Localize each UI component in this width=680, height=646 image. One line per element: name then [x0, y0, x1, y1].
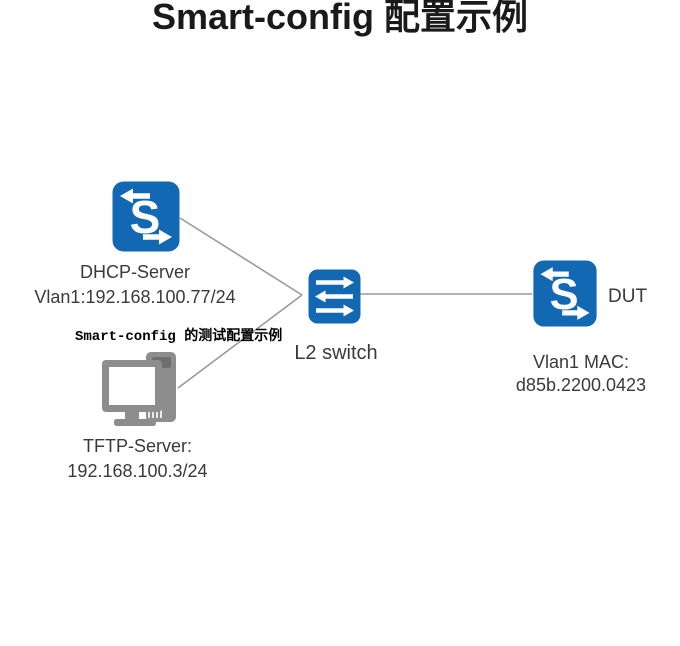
diagram-caption: Smart-config 的测试配置示例: [75, 329, 283, 345]
switch-s-icon: S: [112, 181, 180, 252]
tftp-server-name: TFTP-Server:: [82, 436, 192, 456]
dhcp-server-labels: DHCP-Server Vlan1:192.168.100.77/24: [30, 260, 240, 310]
dhcp-server-address: Vlan1:192.168.100.77/24: [34, 287, 236, 307]
tftp-server-labels: TFTP-Server: 192.168.100.3/24: [35, 434, 240, 484]
dut-details: Vlan1 MAC: d85b.2200.0423: [495, 351, 667, 397]
l2-switch-label: L2 switch: [294, 342, 378, 364]
desktop-pc-icon: [102, 352, 176, 426]
dut-mac-label: Vlan1 MAC:: [532, 352, 630, 372]
dut-label: DUT: [608, 286, 648, 307]
page-title: Smart-config 配置示例: [151, 0, 528, 37]
dhcp-server-name: DHCP-Server: [79, 262, 190, 282]
tftp-server-address: 192.168.100.3/24: [67, 461, 208, 481]
dut-mac-value: d85b.2200.0423: [515, 375, 647, 395]
lan-switch-icon: [308, 269, 361, 324]
switch-s-icon: S: [533, 260, 597, 327]
